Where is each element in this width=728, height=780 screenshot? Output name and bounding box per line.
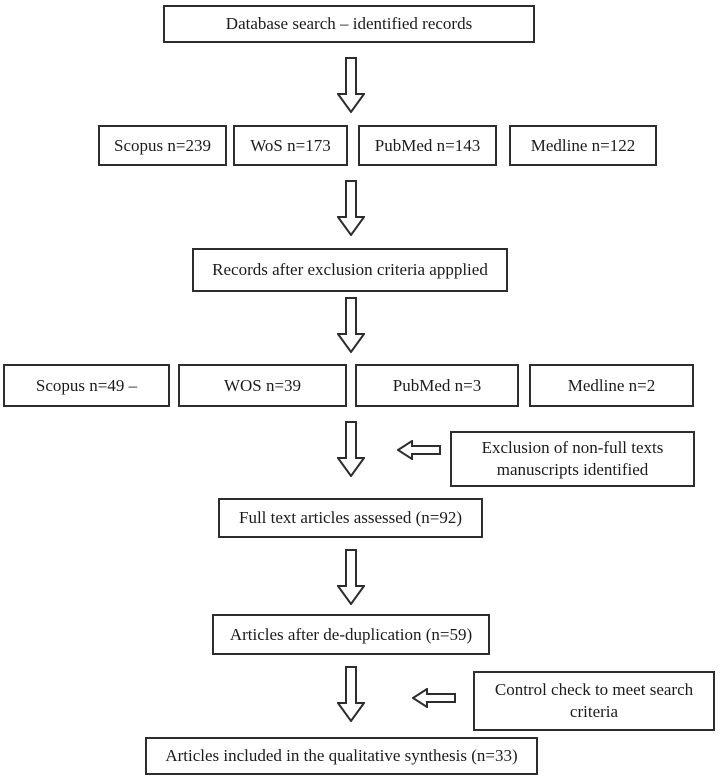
node-scopus-after-exclusion: Scopus n=49 – — [3, 364, 170, 407]
node-control-check: Control check to meet search criteria — [473, 671, 715, 731]
down-arrow-icon — [337, 180, 365, 236]
node-pubmed-after-exclusion: PubMed n=3 — [355, 364, 519, 407]
left-arrow-icon — [397, 440, 441, 460]
down-arrow-icon — [337, 297, 365, 353]
node-included-in-synthesis: Articles included in the qualitative syn… — [145, 737, 538, 775]
node-database-search: Database search – identified records — [163, 5, 535, 43]
node-full-text-assessed: Full text articles assessed (n=92) — [218, 498, 483, 538]
down-arrow-icon — [337, 666, 365, 722]
left-arrow-icon — [412, 688, 456, 708]
node-medline-identified: Medline n=122 — [509, 125, 657, 166]
down-arrow-icon — [337, 57, 365, 113]
node-scopus-identified: Scopus n=239 — [98, 125, 227, 166]
node-after-deduplication: Articles after de-duplication (n=59) — [212, 614, 490, 655]
node-exclusion-note: Exclusion of non-full texts manuscripts … — [450, 431, 695, 487]
down-arrow-icon — [337, 421, 365, 477]
down-arrow-icon — [337, 549, 365, 605]
node-medline-after-exclusion: Medline n=2 — [529, 364, 694, 407]
node-wos-identified: WoS n=173 — [233, 125, 348, 166]
node-pubmed-identified: PubMed n=143 — [358, 125, 497, 166]
node-wos-after-exclusion: WOS n=39 — [178, 364, 347, 407]
node-records-after-exclusion: Records after exclusion criteria appplie… — [192, 248, 508, 292]
